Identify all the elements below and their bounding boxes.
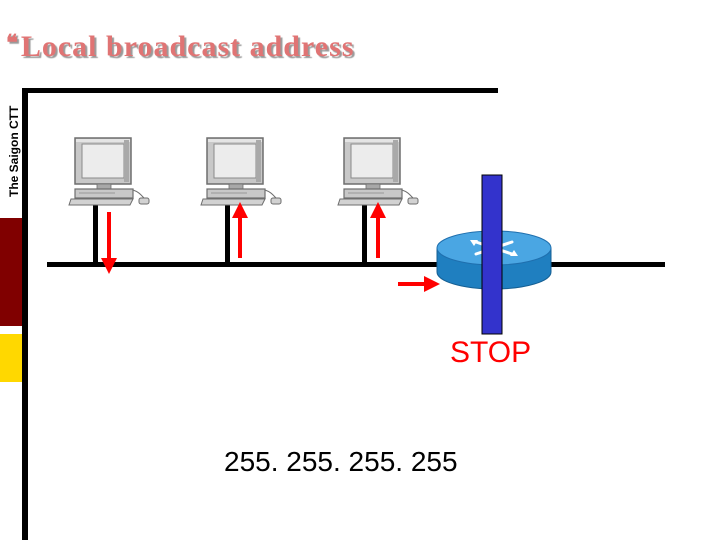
bullet-icon: ❝	[6, 30, 19, 55]
slide-title-text: Local broadcast address	[20, 30, 355, 63]
pc-1-icon	[68, 137, 150, 206]
side-block-yellow	[0, 334, 22, 382]
pc-2-drop	[225, 202, 230, 264]
left-divider	[22, 88, 28, 540]
title-divider	[24, 88, 498, 93]
pc-1-drop	[93, 202, 98, 264]
stop-label: STOP	[450, 336, 532, 369]
broadcast-address: 255. 255. 255. 255	[224, 446, 458, 477]
side-block-red	[0, 218, 22, 326]
broadcast-barrier	[481, 174, 503, 335]
pc-3-drop	[362, 202, 367, 264]
slide-title: ❝Local broadcast address	[6, 30, 354, 64]
pc-3-icon	[337, 137, 419, 206]
pc-2-icon	[200, 137, 282, 206]
lan-bus	[47, 262, 665, 267]
